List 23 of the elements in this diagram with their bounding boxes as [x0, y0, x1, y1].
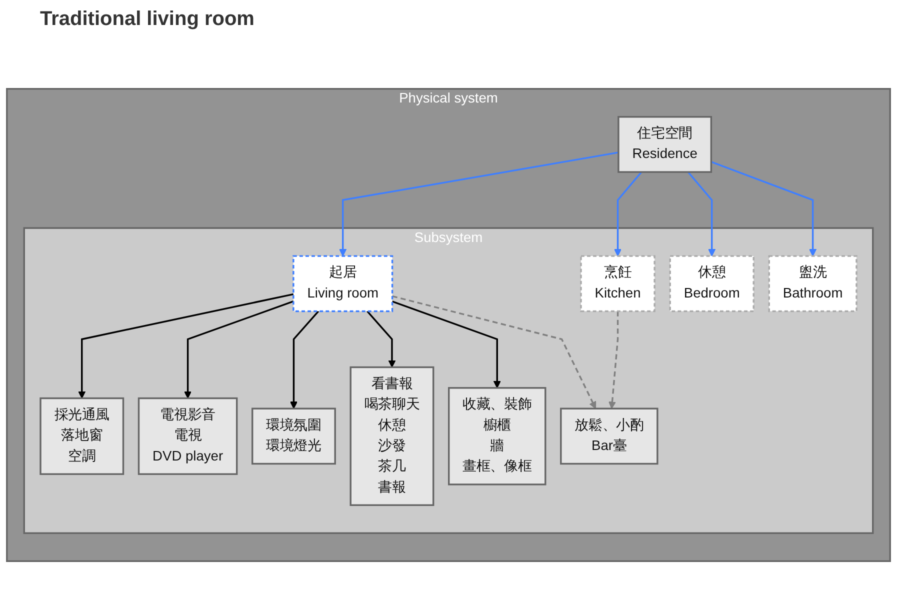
- node-box: 看書報 喝茶聊天 休憩 沙發 茶几 書報: [350, 366, 434, 506]
- node-box: 採光通風 落地窗 空調: [40, 397, 124, 475]
- node-box: 電視影音 電視 DVD player: [138, 397, 238, 475]
- node-box: 收藏、裝飾 櫥櫃 牆 畫框、像框: [448, 387, 546, 486]
- arrow: [366, 310, 396, 368]
- arrow: [392, 300, 501, 388]
- node-box: 休憩 Bedroom: [669, 255, 754, 312]
- node-box: 烹飪 Kitchen: [580, 255, 656, 312]
- node-box: 起居 Living room: [292, 255, 394, 312]
- node-box: 住宅空間 Residence: [618, 116, 712, 173]
- node-box: 環境氛圍 環境燈光: [252, 408, 336, 465]
- arrow: [184, 300, 294, 399]
- arrow: [392, 295, 596, 409]
- diagram-title: Traditional living room: [39, 7, 256, 32]
- arrow: [78, 293, 294, 399]
- arrow: [339, 152, 619, 256]
- arrow: [614, 171, 642, 256]
- node-box: 放鬆、小酌 Bar臺: [560, 408, 658, 465]
- node-box: 盥洗 Bathroom: [768, 255, 858, 312]
- arrow: [608, 311, 619, 409]
- arrow: [710, 161, 817, 256]
- arrow: [290, 310, 320, 409]
- arrow: [687, 171, 716, 256]
